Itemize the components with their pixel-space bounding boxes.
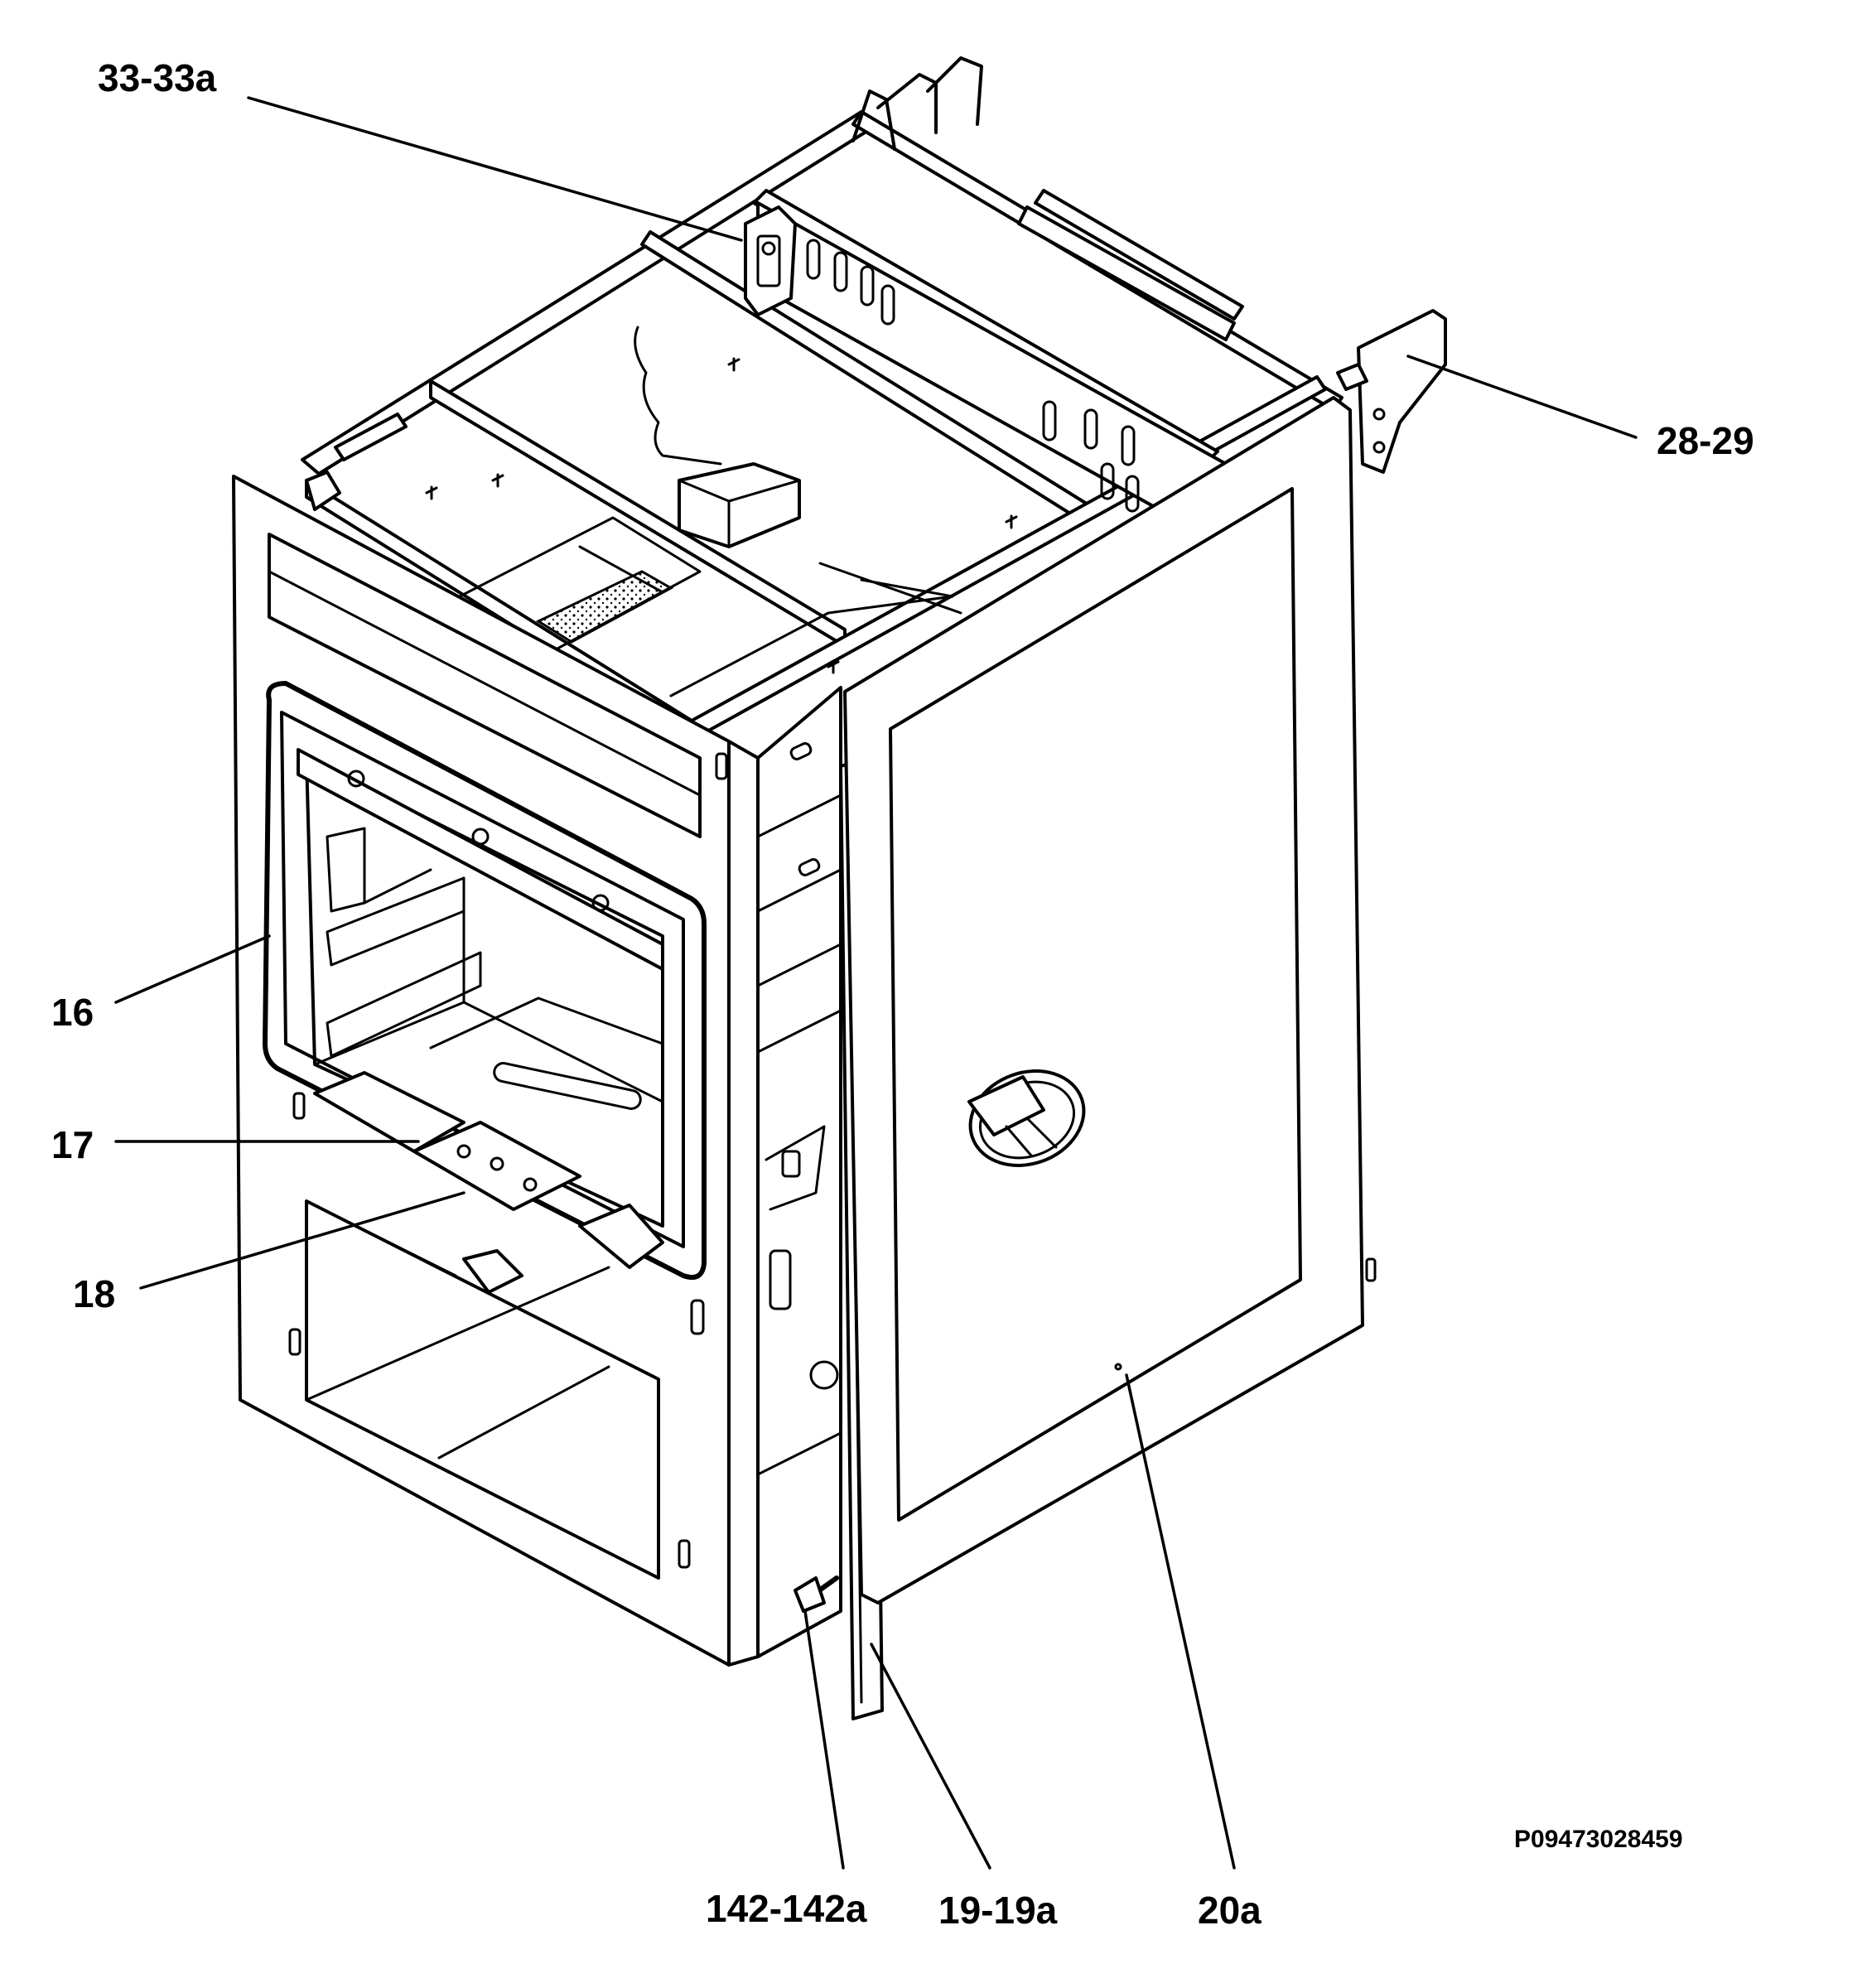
side-chassis [756, 686, 842, 1658]
label-oven-seal: 16 [51, 991, 94, 1034]
label-cavity-part-18: 18 [73, 1272, 115, 1315]
label-top-bracket: 33-33a [98, 56, 217, 99]
side-panel-part [843, 396, 1377, 1604]
top-bracket-part [744, 205, 797, 316]
label-hinge-screw: 142-142a [706, 1887, 867, 1930]
label-side-panel: 20a [1198, 1889, 1261, 1932]
label-side-strip: 19-19a [938, 1889, 1058, 1932]
hinge-screw-part [794, 1575, 839, 1613]
label-rear-bracket: 28-29 [1657, 419, 1754, 462]
front-frame [232, 475, 760, 1667]
label-cavity-part-17: 17 [51, 1123, 94, 1166]
reference-code: P09473028459 [1514, 1826, 1683, 1853]
rear-bracket-part [1336, 309, 1447, 474]
leader-lines [114, 96, 1638, 1870]
